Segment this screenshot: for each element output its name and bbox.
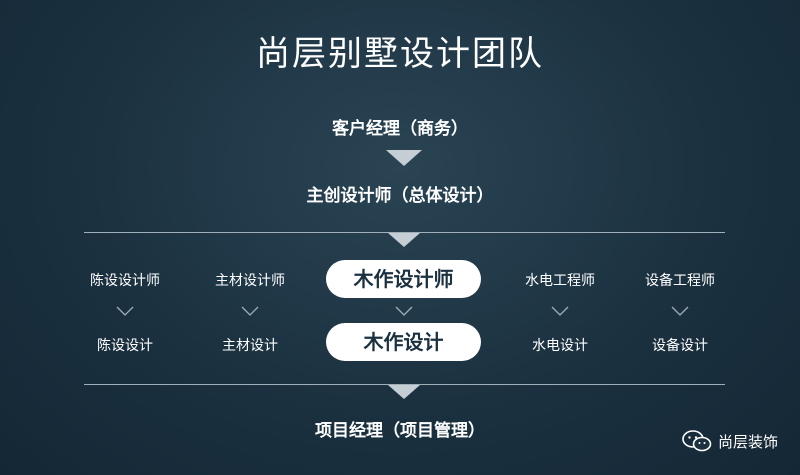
chevron-down-icon	[671, 306, 689, 316]
role-title-mep: 水电工程师	[525, 273, 595, 289]
role-task-equipment: 设备设计	[652, 338, 708, 354]
role-task-mep: 水电设计	[532, 338, 588, 354]
down-arrow-1	[386, 150, 422, 166]
diagram-title: 尚层别墅设计团队	[256, 34, 544, 74]
role-task-furnishing: 陈设设计	[97, 338, 153, 354]
chevron-down-icon	[241, 306, 259, 316]
account-manager-label: 客户经理（商务）	[332, 119, 468, 139]
watermark-text: 尚层装饰	[717, 432, 778, 451]
divider-top	[84, 232, 725, 233]
role-title-materials: 主材设计师	[215, 273, 285, 289]
wechat-icon	[682, 430, 712, 452]
role-task-materials: 主材设计	[222, 338, 278, 354]
down-arrow-2	[388, 233, 420, 247]
down-arrow-3	[388, 385, 420, 399]
chevron-down-icon	[395, 306, 413, 316]
role-task-woodwork: 木作设计	[326, 323, 481, 361]
chevron-down-icon	[116, 306, 134, 316]
watermark: 尚层装饰	[682, 430, 778, 452]
chevron-down-icon	[551, 306, 569, 316]
role-title-woodwork: 木作设计师	[326, 260, 481, 298]
chief-designer-label: 主创设计师（总体设计）	[306, 186, 494, 206]
role-title-furnishing: 陈设设计师	[90, 273, 160, 289]
divider-bottom	[84, 384, 725, 385]
project-manager-label: 项目经理（项目管理）	[315, 421, 485, 441]
role-title-equipment: 设备工程师	[645, 273, 715, 289]
